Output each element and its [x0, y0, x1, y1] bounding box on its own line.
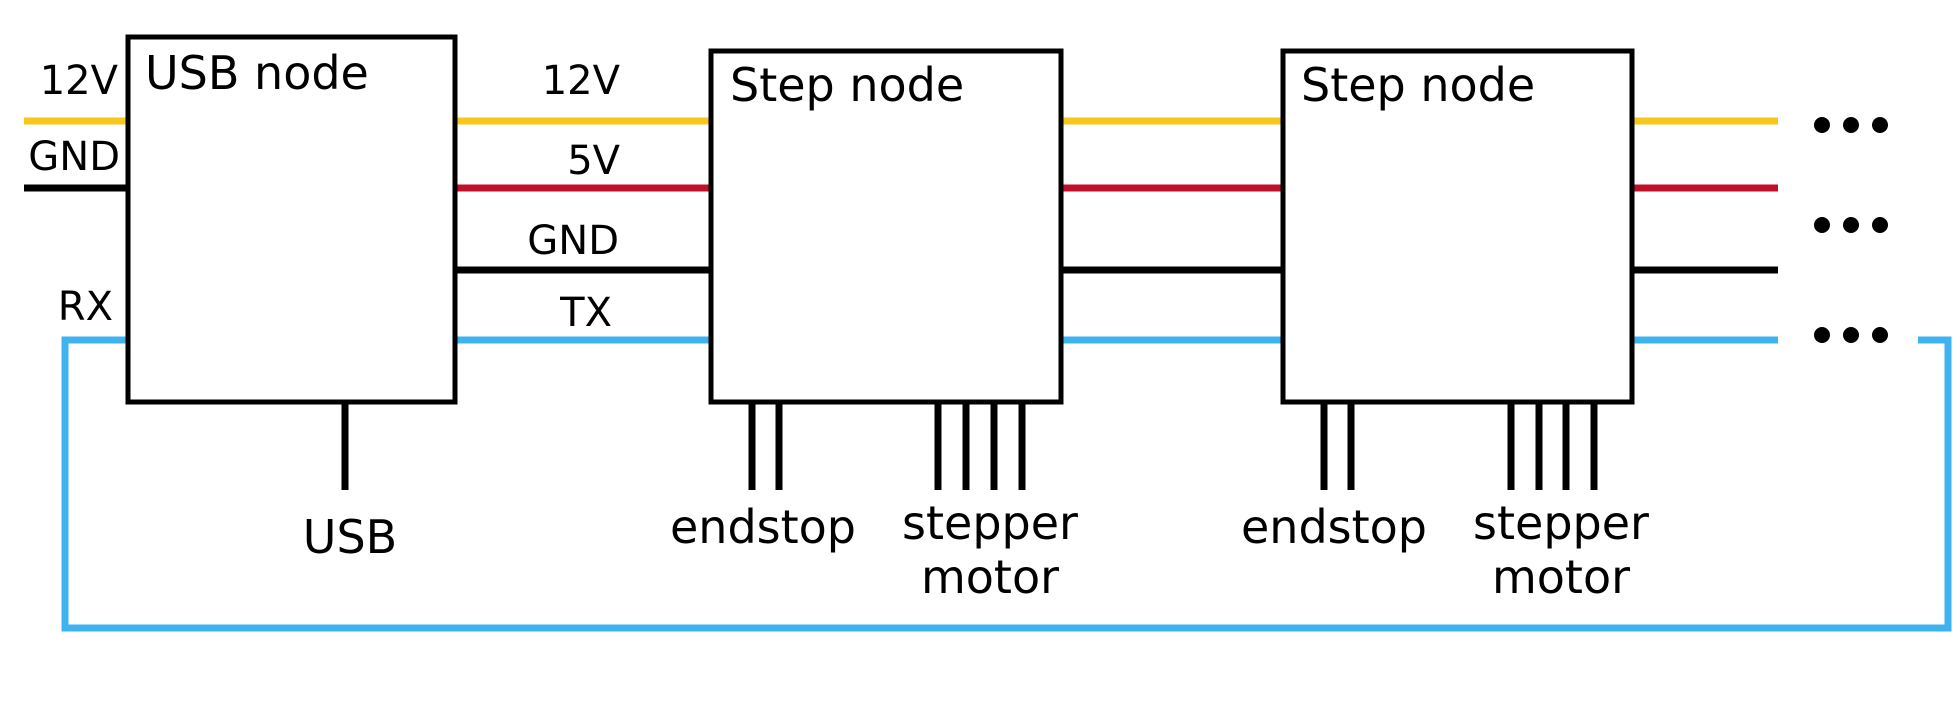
bus-12v-label: 12V	[542, 58, 621, 104]
step-node-2-box	[1280, 48, 1635, 405]
input-gnd-label: GND	[28, 134, 120, 180]
continuation-5v-dots	[1814, 217, 1888, 233]
bus-gnd-label: GND	[527, 218, 619, 264]
input-12v-label: 12V	[40, 58, 119, 104]
step-node-1-box	[708, 48, 1064, 405]
bus-tx-label: TX	[559, 290, 612, 336]
input-rx-label: RX	[58, 284, 113, 330]
continuation-12v-dots	[1814, 117, 1888, 133]
step-node-1-endstop-label: endstop	[670, 500, 856, 554]
usb-node-box	[125, 34, 458, 405]
step-node-2-endstop-label: endstop	[1241, 500, 1427, 554]
continuation-tx-dots	[1814, 327, 1888, 343]
step-node-1-stepper-label-line1: stepper	[902, 496, 1078, 550]
step-node-1-title: Step node	[730, 58, 964, 112]
step-node-2-stepper-label-line1: stepper	[1473, 496, 1649, 550]
usb-port-label: USB	[303, 510, 397, 564]
usb-node-title: USB node	[145, 46, 369, 100]
bus-5v-label: 5V	[567, 138, 620, 184]
rx-loop-wire	[61, 336, 1952, 632]
step-node-2-stepper-label-line2: motor	[1492, 550, 1630, 604]
step-node-2-title: Step node	[1301, 58, 1535, 112]
step-node-1-stepper-label-line2: motor	[921, 550, 1059, 604]
